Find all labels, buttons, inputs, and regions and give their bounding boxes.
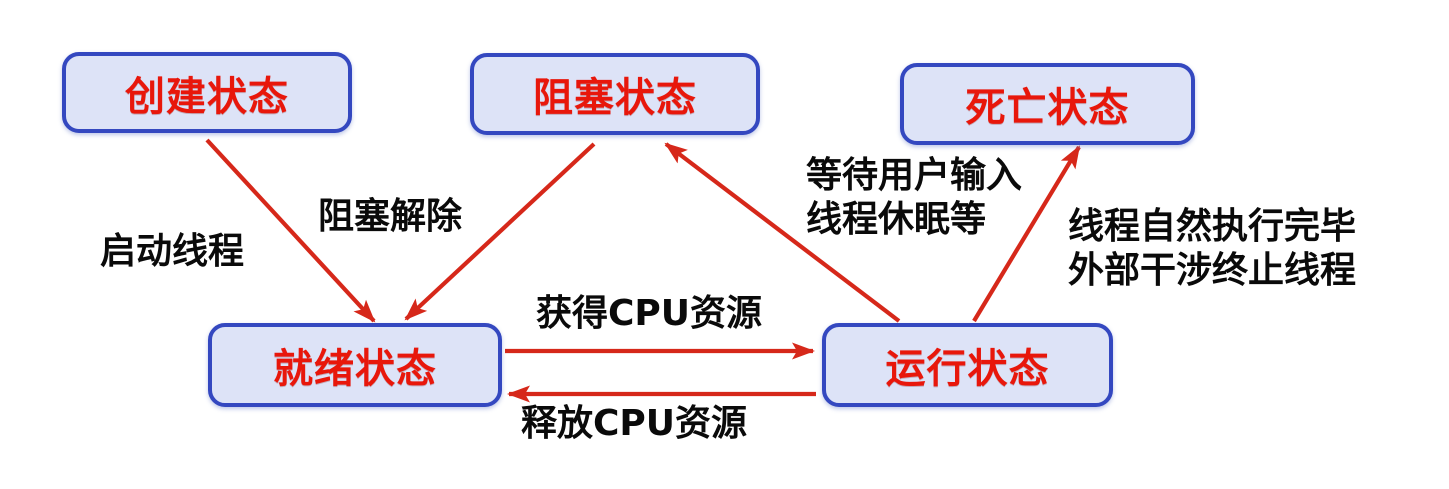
edge-label-running-to-dead: 线程自然执行完毕 外部干涉终止线程 [1068, 206, 1357, 291]
state-node-running: 运行状态 [822, 323, 1113, 407]
state-node-ready: 就绪状态 [208, 323, 502, 407]
state-node-label-created: 创建状态 [125, 73, 289, 120]
edge-arrow-running-to-dead [972, 145, 1081, 323]
state-node-blocked: 阻塞状态 [470, 53, 760, 135]
edge-label-ready-to-running: 获得CPU资源 [536, 293, 763, 334]
state-node-dead: 死亡状态 [900, 63, 1195, 145]
state-node-label-running: 运行状态 [885, 346, 1050, 392]
state-node-label-ready: 就绪状态 [273, 346, 437, 392]
edge-label-blocked-to-ready: 阻塞解除 [318, 196, 463, 237]
edge-label-created-to-ready: 启动线程 [100, 231, 245, 272]
edge-label-running-to-blocked: 等待用户输入 线程休眠等 [806, 155, 1023, 240]
state-node-label-dead: 死亡状态 [965, 85, 1130, 131]
edge-label-running-to-ready: 释放CPU资源 [521, 403, 748, 444]
edge-arrow-created-to-ready [205, 138, 376, 323]
edge-arrow-blocked-to-ready [404, 142, 596, 321]
edge-arrow-running-to-blocked [664, 142, 901, 323]
state-node-created: 创建状态 [62, 52, 352, 133]
state-node-label-blocked: 阻塞状态 [533, 75, 697, 121]
